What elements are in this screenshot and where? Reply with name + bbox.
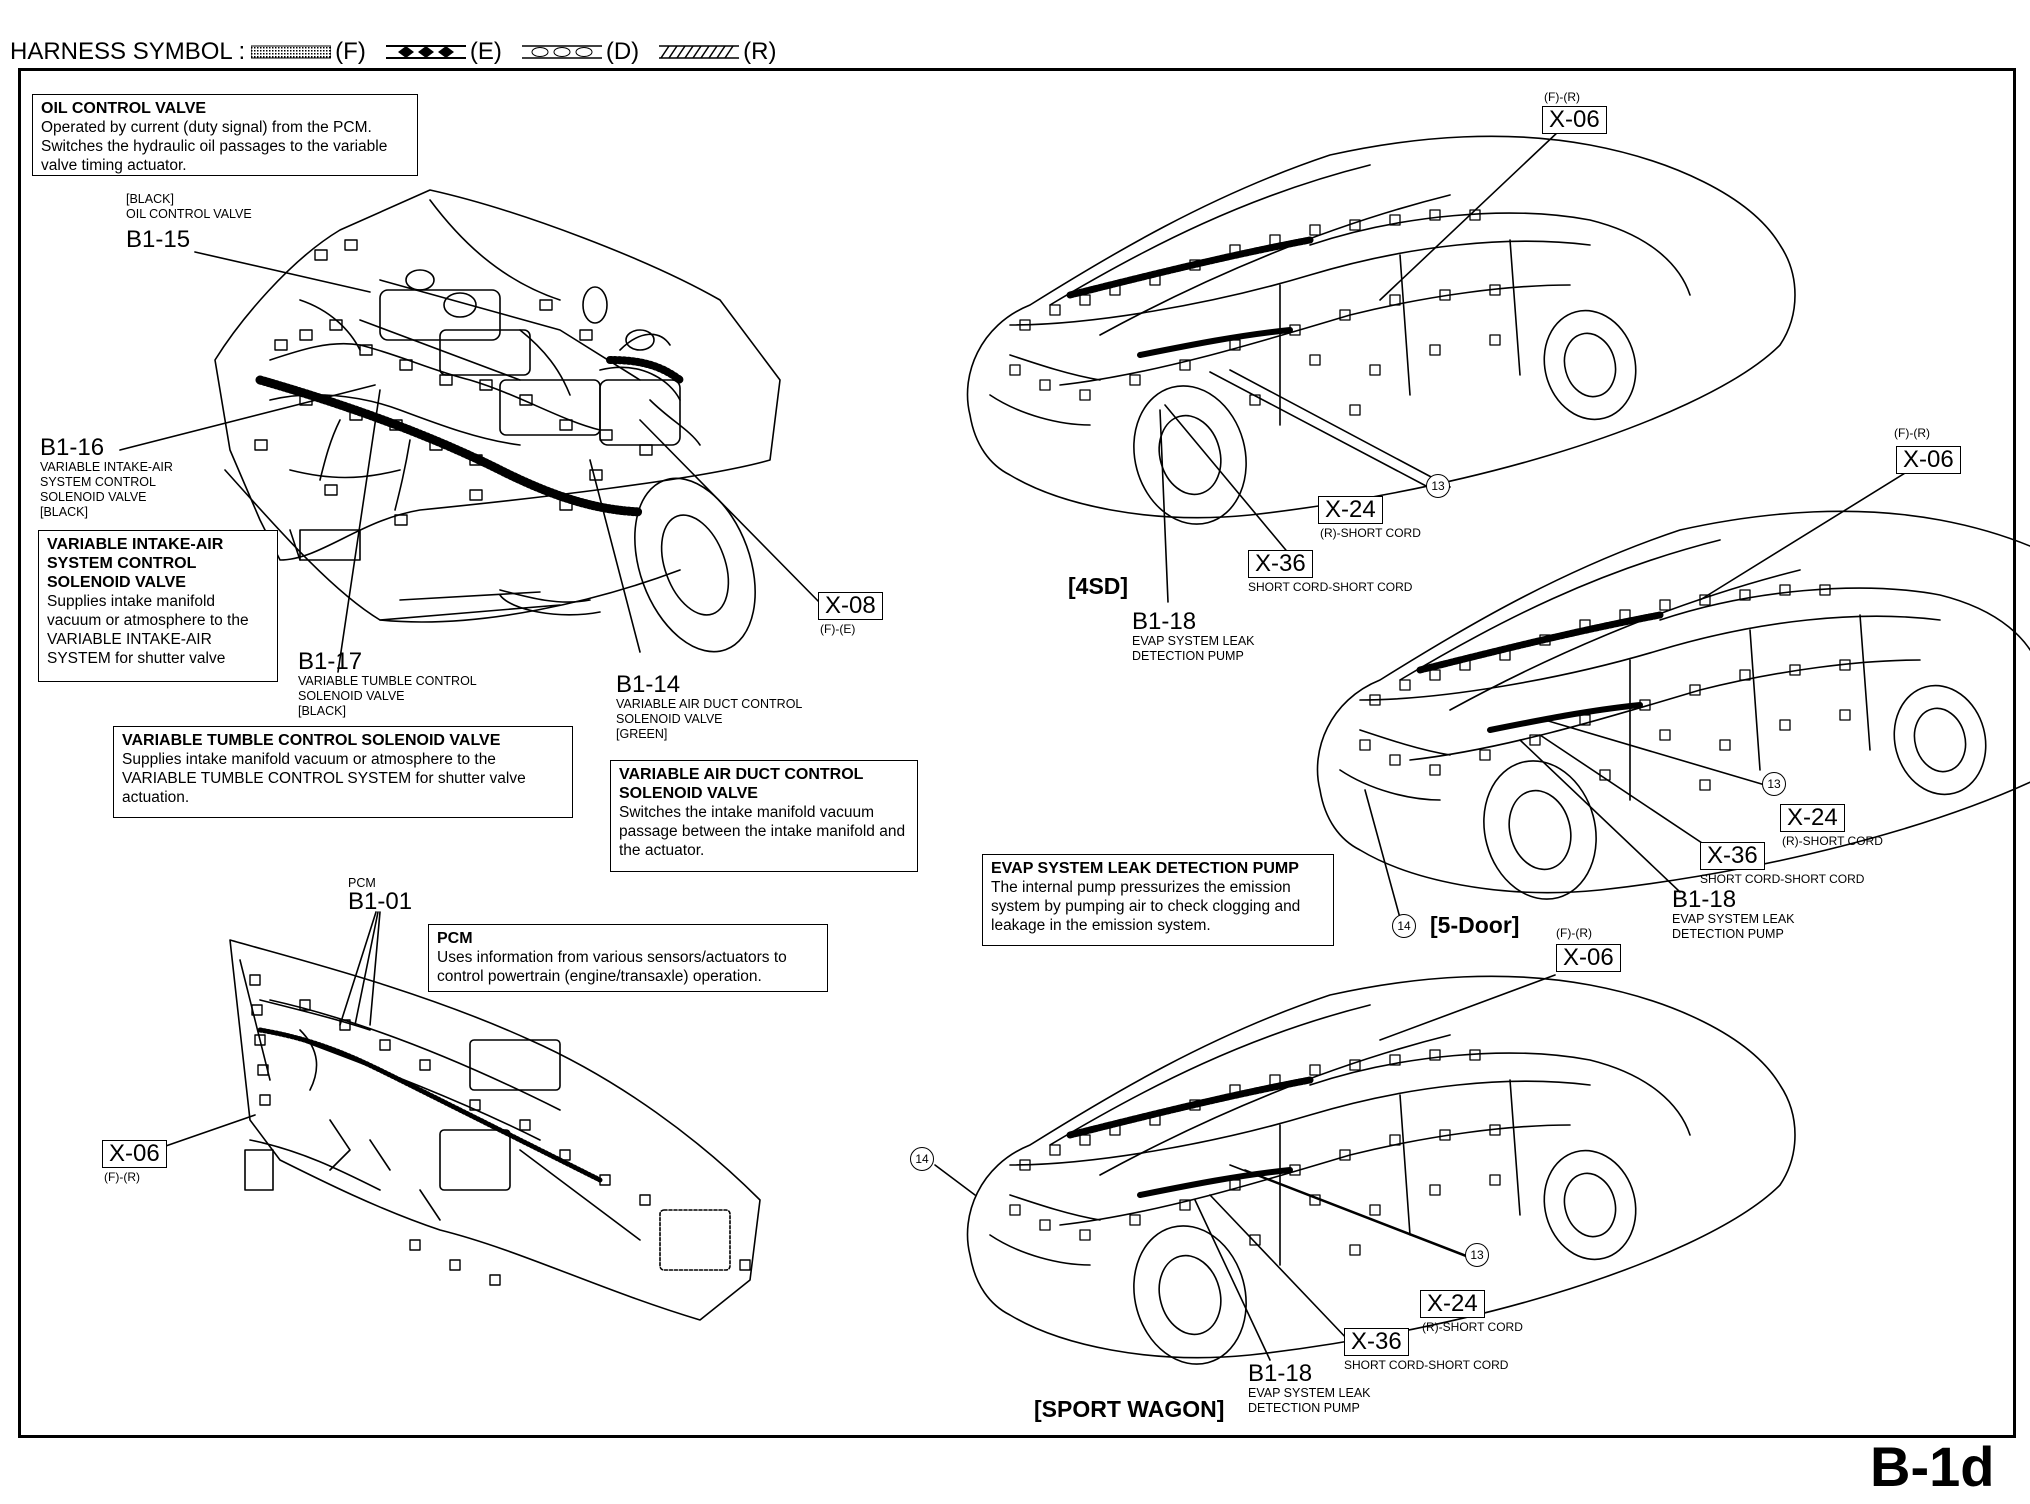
x-06-5door-connector-label: X-06	[1896, 446, 1961, 474]
b1-18-5door-name-2: DETECTION PUMP	[1672, 927, 1784, 941]
b1-15-name: OIL CONTROL VALVE	[126, 207, 252, 221]
desc-pcm: PCM Uses information from various sensor…	[428, 924, 828, 992]
legend-code-e: (E)	[469, 38, 502, 65]
desc-variable-intake-air-title: VARIABLE INTAKE-AIR SYSTEM CONTROL SOLEN…	[47, 536, 224, 591]
b1-14-name-2: SOLENOID VALVE	[616, 712, 723, 726]
b1-16-name-4: [BLACK]	[40, 505, 88, 519]
legend-code-d: (D)	[605, 38, 640, 65]
desc-evap-title: EVAP SYSTEM LEAK DETECTION PUMP	[991, 860, 1299, 877]
b1-16-code: B1-16	[40, 434, 105, 461]
b1-14-code: B1-14	[616, 671, 681, 698]
legend-swatch-circles	[521, 45, 602, 59]
x-06-4sd-connector-label: X-06	[1542, 106, 1607, 134]
b1-18-wagon-name-1: EVAP SYSTEM LEAK	[1248, 1386, 1371, 1400]
b1-17-name-3: [BLACK]	[298, 704, 346, 718]
x-36-4sd-connector-label: X-36	[1248, 550, 1313, 578]
x-08-harness: (F)-(E)	[820, 622, 856, 636]
x-24-wagon-connector-label: X-24	[1420, 1290, 1485, 1318]
b1-16-name-3: SOLENOID VALVE	[40, 490, 147, 504]
desc-evap: EVAP SYSTEM LEAK DETECTION PUMP The inte…	[982, 854, 1334, 946]
car-4sd-drawing	[968, 136, 1796, 537]
legend-code-r: (R)	[743, 38, 777, 65]
x-06-wagon-connector-label: X-06	[1556, 944, 1621, 972]
engine-bay-drawing	[214, 189, 781, 653]
b1-15-color: [BLACK]	[126, 192, 174, 206]
callout-14-5door: 14	[1392, 914, 1416, 938]
callout-14-wagon: 14	[910, 1147, 934, 1171]
b1-17-code: B1-17	[298, 648, 363, 675]
variant-wagon-label: [SPORT WAGON]	[1034, 1396, 1225, 1422]
b1-18-4sd-name-1: EVAP SYSTEM LEAK	[1132, 634, 1255, 648]
b1-14-name-3: [GREEN]	[616, 727, 668, 741]
desc-oil-control-valve: OIL CONTROL VALVE Operated by current (d…	[32, 94, 418, 176]
desc-variable-air-duct-title: VARIABLE AIR DUCT CONTROL SOLENOID VALVE	[619, 766, 864, 802]
variant-4sd-label: [4SD]	[1068, 573, 1129, 599]
x-06-dash-connector-label: X-06	[102, 1140, 167, 1168]
b1-16-name-1: VARIABLE INTAKE-AIR	[40, 460, 173, 474]
b1-17-name-2: SOLENOID VALVE	[298, 689, 405, 703]
car-5door-drawing	[1318, 511, 2030, 912]
b1-17-name-1: VARIABLE TUMBLE CONTROL	[298, 674, 477, 688]
b1-18-wagon-code: B1-18	[1248, 1360, 1313, 1387]
callout-13-4sd: 13	[1426, 474, 1450, 498]
callout-13-5door: 13	[1762, 772, 1786, 796]
x-24-5door-connector-label: X-24	[1780, 804, 1845, 832]
x-36-5door-connector-label: X-36	[1700, 842, 1765, 870]
variant-5door-label: [5-Door]	[1430, 912, 1520, 938]
desc-oil-control-valve-body: Operated by current (duty signal) from t…	[41, 119, 388, 174]
b1-18-5door-name-1: EVAP SYSTEM LEAK	[1672, 912, 1795, 926]
x-24-4sd-connector-label: X-24	[1318, 496, 1383, 524]
b1-01-name: PCM	[348, 876, 376, 890]
page-code: B-1d	[1870, 1435, 1995, 1498]
car-wagon-drawing	[968, 976, 1796, 1377]
legend-prefix: HARNESS SYMBOL :	[10, 38, 246, 65]
x-06-wagon-harness: (F)-(R)	[1556, 926, 1592, 940]
x-24-5door-desc: (R)-SHORT CORD	[1782, 834, 1883, 848]
desc-variable-air-duct: VARIABLE AIR DUCT CONTROL SOLENOID VALVE…	[610, 760, 918, 872]
desc-variable-intake-air: VARIABLE INTAKE-AIR SYSTEM CONTROL SOLEN…	[38, 530, 278, 682]
x-36-5door-desc: SHORT CORD-SHORT CORD	[1700, 872, 1865, 886]
x-24-4sd-desc: (R)-SHORT CORD	[1320, 526, 1421, 540]
b1-18-4sd-name-2: DETECTION PUMP	[1132, 649, 1244, 663]
x-24-wagon-desc: (R)-SHORT CORD	[1422, 1320, 1523, 1334]
legend-swatch-diamonds	[385, 45, 466, 59]
desc-variable-tumble: VARIABLE TUMBLE CONTROL SOLENOID VALVE S…	[113, 726, 573, 818]
desc-oil-control-valve-title: OIL CONTROL VALVE	[41, 100, 207, 117]
harness-symbol-legend: HARNESS SYMBOL : (F) (E) (D) (R)	[10, 38, 790, 66]
b1-01-code: B1-01	[348, 888, 413, 915]
x-08-connector-label: X-08	[818, 592, 883, 620]
desc-evap-body: The internal pump pressurizes the emissi…	[991, 879, 1301, 934]
desc-variable-intake-air-body: Supplies intake manifold vacuum or atmos…	[47, 593, 249, 667]
desc-variable-air-duct-body: Switches the intake manifold vacuum pass…	[619, 804, 906, 859]
b1-18-5door-code: B1-18	[1672, 886, 1737, 913]
legend-swatch-dotted	[251, 45, 332, 59]
desc-variable-tumble-body: Supplies intake manifold vacuum or atmos…	[122, 751, 526, 806]
desc-pcm-body: Uses information from various sensors/ac…	[437, 949, 787, 985]
b1-18-wagon-name-2: DETECTION PUMP	[1248, 1401, 1360, 1415]
x-36-wagon-desc: SHORT CORD-SHORT CORD	[1344, 1358, 1509, 1372]
legend-swatch-hatched	[659, 45, 740, 59]
b1-16-name-2: SYSTEM CONTROL	[40, 475, 156, 489]
b1-18-4sd-code: B1-18	[1132, 608, 1197, 635]
desc-variable-tumble-title: VARIABLE TUMBLE CONTROL SOLENOID VALVE	[122, 732, 501, 749]
b1-14-name-1: VARIABLE AIR DUCT CONTROL	[616, 697, 803, 711]
x-06-5door-harness: (F)-(R)	[1894, 426, 1930, 440]
b1-15-code: B1-15	[126, 226, 191, 253]
x-06-4sd-harness: (F)-(R)	[1544, 90, 1580, 104]
diagram-frame	[18, 68, 2016, 1438]
x-36-4sd-desc: SHORT CORD-SHORT CORD	[1248, 580, 1413, 594]
x-06-dash-harness: (F)-(R)	[104, 1170, 140, 1184]
desc-pcm-title: PCM	[437, 930, 473, 947]
legend-code-f: (F)	[335, 38, 366, 65]
dashboard-drawing	[229, 939, 761, 1321]
callout-13-wagon: 13	[1465, 1243, 1489, 1267]
x-36-wagon-connector-label: X-36	[1344, 1328, 1409, 1356]
